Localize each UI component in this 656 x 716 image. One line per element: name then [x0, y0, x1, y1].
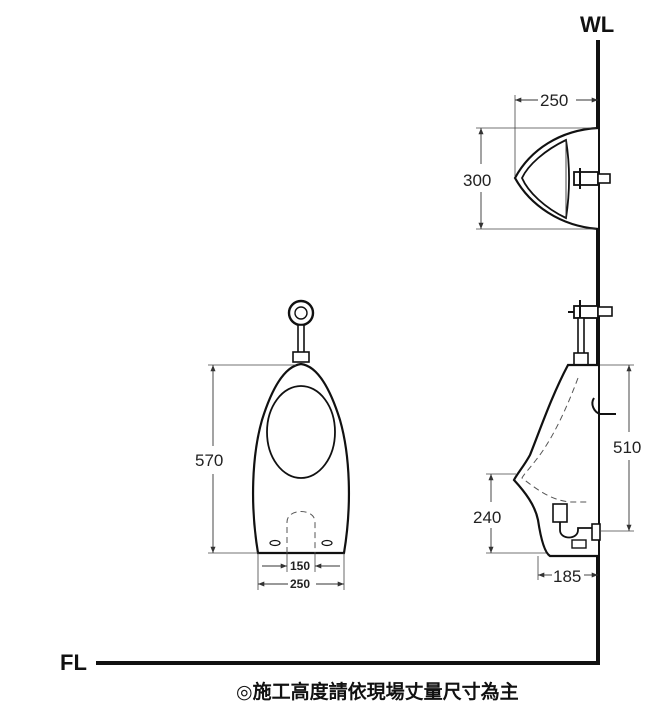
- front-view-flush-pipe: [297, 324, 305, 354]
- side-view-body: [512, 363, 598, 558]
- front-view-pipe-nut: [292, 351, 310, 363]
- top-depth-label: 250: [540, 91, 568, 110]
- front-view: 570 150 250: [195, 299, 351, 591]
- installation-height-note: ◎施工高度請依現場丈量尺寸為主: [236, 680, 519, 703]
- side-view-pipe-nut: [573, 352, 589, 366]
- side-view-valve-icon: [568, 300, 613, 322]
- front-view-bowl: [266, 385, 336, 479]
- wall-line-label: WL: [580, 12, 614, 37]
- front-view-bolt-icons: [269, 539, 333, 547]
- floor-line-label: FL: [60, 650, 87, 675]
- wall-and-floor-lines: WL FL: [60, 12, 614, 675]
- side-view-spreader: [591, 397, 616, 415]
- side-lip-height-label: 240: [473, 508, 501, 527]
- side-height-label: 510: [613, 438, 641, 457]
- front-inner-width-label: 150: [290, 559, 310, 573]
- side-view: 510 240 185: [473, 300, 641, 586]
- top-height-label: 300: [463, 171, 491, 190]
- top-view-bowl-inner: [521, 138, 570, 220]
- top-view: 250 300: [463, 91, 611, 231]
- side-view-inner-cavity: [521, 377, 590, 503]
- front-view-valve-ring-inner: [294, 306, 308, 320]
- side-base-depth-label: 185: [553, 567, 581, 586]
- front-outer-width-label: 250: [290, 577, 310, 591]
- front-height-label: 570: [195, 451, 223, 470]
- side-view-drain-trap: [552, 503, 601, 549]
- top-view-valve-icon: [573, 168, 611, 189]
- side-view-flush-pipe: [577, 317, 585, 355]
- front-view-drain-slot: [286, 511, 316, 553]
